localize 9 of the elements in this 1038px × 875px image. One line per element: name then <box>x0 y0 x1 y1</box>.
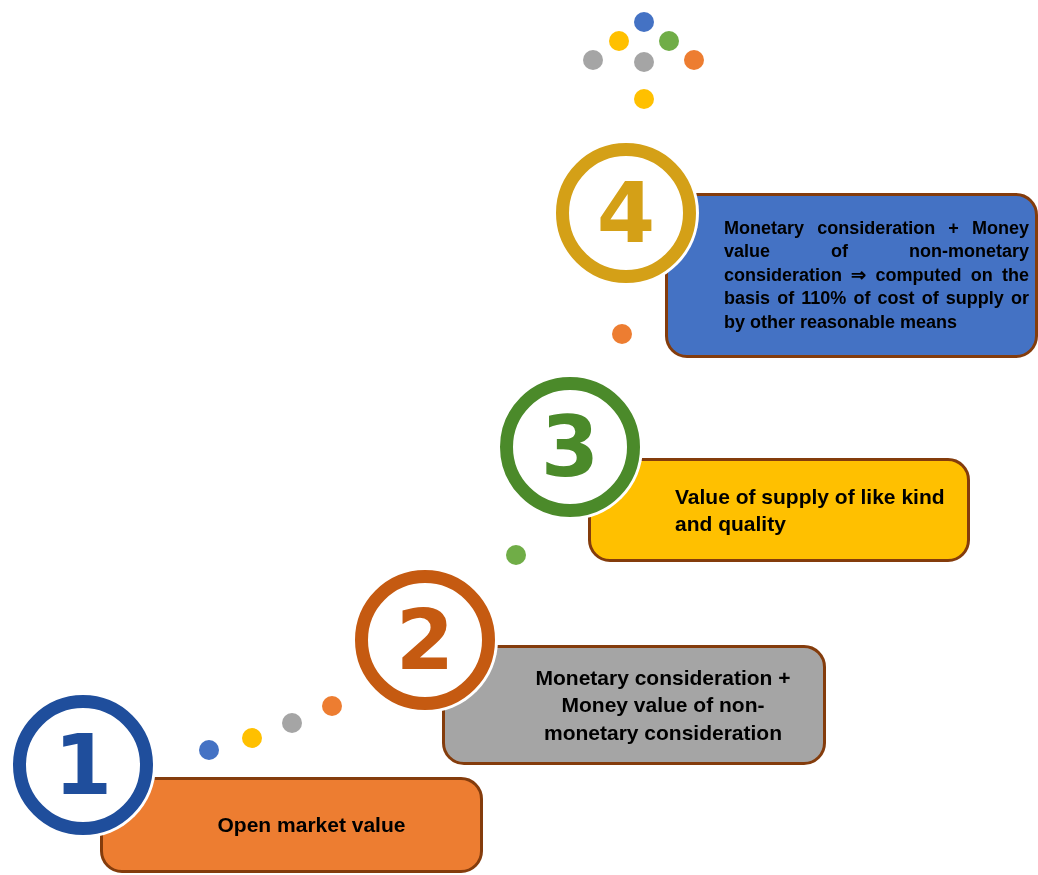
step-number: 3 <box>540 405 600 489</box>
step-text: Monetary consideration + Money value of non-monetary consideration ⇒ computed on the basis of 110% of cost of supply or by other reasonable means <box>724 217 1029 334</box>
step-number: 2 <box>395 598 455 682</box>
step-number: 4 <box>596 171 656 255</box>
step-text: Open market value <box>216 812 407 839</box>
step-text: Value of supply of like kind and quality <box>675 483 946 537</box>
step-box <box>665 193 1038 358</box>
step-number: 1 <box>53 723 113 807</box>
step-text: Monetary consideration + Money value of non-monetary consideration <box>534 665 792 746</box>
